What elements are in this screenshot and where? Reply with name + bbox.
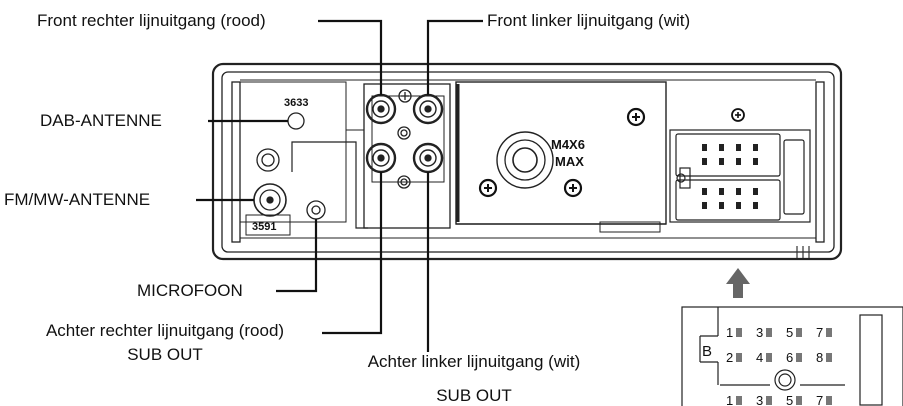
- iso-pin-grid: [702, 144, 758, 209]
- fmmw-antenna-socket: [253, 183, 287, 217]
- leader-rear-right: [322, 172, 383, 335]
- label-microfoon: MICROFOON: [137, 281, 243, 300]
- screw-icon: [626, 107, 646, 127]
- leader-front-right: [318, 19, 383, 95]
- pin-label: 6: [786, 350, 793, 365]
- rca-front-right: [365, 93, 397, 125]
- screw-icon: [478, 178, 498, 198]
- label-rear-left: Achter linker lijnuitgang (wit) SUB OUT: [340, 352, 608, 406]
- connector-letter: B: [702, 343, 712, 360]
- connector-detail: [681, 306, 903, 406]
- label-rear-left-line1: Achter linker lijnuitgang (wit): [367, 352, 581, 371]
- pin-markers: [736, 328, 832, 405]
- arrow-up-icon: [726, 268, 750, 298]
- leader-mic: [276, 219, 318, 293]
- label-rear-right-line2: SUB OUT: [127, 345, 203, 364]
- dab-antenna-socket: [287, 112, 305, 130]
- pin-label: 3: [756, 393, 763, 406]
- label-rear-left-line2: SUB OUT: [436, 386, 512, 405]
- pin-label: 5: [786, 325, 793, 340]
- rca-front-left: [412, 93, 444, 125]
- pin-label: 7: [816, 325, 823, 340]
- pin-label: 8: [816, 350, 823, 365]
- rca-block: [363, 83, 451, 229]
- rca-screw-top: [398, 89, 412, 103]
- iso-connector-housing: [669, 129, 811, 223]
- pin-label: 3: [756, 325, 763, 340]
- unit-inner-frame: [221, 71, 835, 253]
- pin-label: 5: [786, 393, 793, 406]
- connector-center-hole: [774, 369, 796, 391]
- rca-rear-right: [365, 142, 397, 174]
- pin-label: 1: [726, 325, 733, 340]
- center-connector: [496, 131, 554, 189]
- label-fmmw-antenne: FM/MW-ANTENNE: [4, 190, 151, 209]
- aux-jack: [256, 148, 280, 172]
- pin-label: 1: [726, 393, 733, 406]
- label-front-left: Front linker lijnuitgang (wit): [487, 11, 691, 30]
- center-plate: [455, 81, 667, 225]
- left-antenna-block: [239, 81, 347, 223]
- pin-label: 2: [726, 350, 733, 365]
- label-rear-right-line1: Achter rechter lijnuitgang (rood): [45, 321, 285, 340]
- rca-center-post: [397, 126, 411, 140]
- label-rear-right: Achter rechter lijnuitgang (rood) SUB OU…: [12, 321, 318, 365]
- rca-bottom-post: [397, 175, 411, 189]
- screw-spec-line1: M4X6: [551, 137, 585, 152]
- code-3591-plate: [245, 214, 291, 236]
- screw-spec-line2: MAX: [555, 154, 584, 169]
- pin-label: 4: [756, 350, 763, 365]
- screw-icon: [731, 108, 745, 122]
- rca-rear-left: [412, 142, 444, 174]
- microphone-socket: [306, 200, 326, 220]
- pin-label: 7: [816, 393, 823, 406]
- code-3633: 3633: [284, 97, 308, 109]
- vent-marks: [796, 246, 810, 258]
- label-front-right: Front rechter lijnuitgang (rood): [37, 11, 266, 30]
- label-dab-antenne: DAB-ANTENNE: [40, 111, 162, 130]
- leader-front-left: [426, 19, 483, 95]
- unit-housing: [211, 62, 843, 261]
- code-3591: 3591: [252, 221, 276, 233]
- screw-icon: [563, 178, 583, 198]
